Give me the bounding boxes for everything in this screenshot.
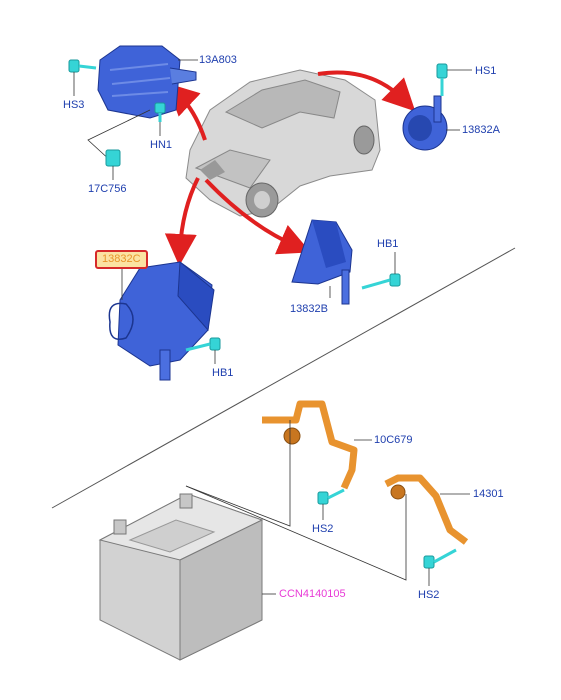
label-hs2-right: HS2 xyxy=(418,589,440,601)
label-hs1: HS1 xyxy=(475,65,497,77)
label-hs2-left: HS2 xyxy=(312,523,334,535)
bolt-hs2-right xyxy=(423,548,457,569)
label-13832B: 13832B xyxy=(290,303,328,315)
label-17C756: 17C756 xyxy=(88,183,127,195)
bolt-hs3 xyxy=(68,59,97,73)
horn-13832B xyxy=(291,219,353,305)
bolt-hb1-right xyxy=(361,273,401,290)
leader-17C756 xyxy=(87,109,151,163)
label-hn1: HN1 xyxy=(150,139,173,151)
leader-battery-14301 xyxy=(185,485,407,581)
horn-13832A xyxy=(402,95,448,151)
label-13832A: 13832A xyxy=(462,124,500,136)
bolt-hn1 xyxy=(154,102,166,122)
label-hs3: HS3 xyxy=(63,99,85,111)
bolt-hs1 xyxy=(436,63,448,96)
car-illustration xyxy=(185,69,381,218)
leader-battery-10C679 xyxy=(185,420,291,527)
label-13832C-highlighted: 13832C xyxy=(95,250,148,269)
battery xyxy=(98,493,264,661)
label-13A803: 13A803 xyxy=(199,54,237,66)
control-module-13A803 xyxy=(97,45,197,119)
cable-14301 xyxy=(384,474,469,545)
arrow-to-horn-a xyxy=(317,70,416,112)
arrow-to-horn-c xyxy=(164,177,200,266)
cable-10C679-terminal xyxy=(283,427,301,445)
cable-14301-terminal xyxy=(390,484,406,500)
cable-10C679 xyxy=(262,400,358,490)
bolt-hs2-left xyxy=(317,488,345,505)
label-ccn4140105: CCN4140105 xyxy=(279,588,346,600)
label-hb1-left: HB1 xyxy=(212,367,234,379)
bolt-hb1-left xyxy=(185,337,221,352)
arrow-to-horn-b xyxy=(204,178,311,255)
section-divider xyxy=(51,247,516,509)
label-10C679: 10C679 xyxy=(374,434,413,446)
horn-13832C xyxy=(108,260,215,381)
label-hb1-right: HB1 xyxy=(377,238,399,250)
label-14301: 14301 xyxy=(473,488,504,500)
arrow-to-control-module xyxy=(166,83,207,141)
bolt-17C756 xyxy=(105,149,121,180)
